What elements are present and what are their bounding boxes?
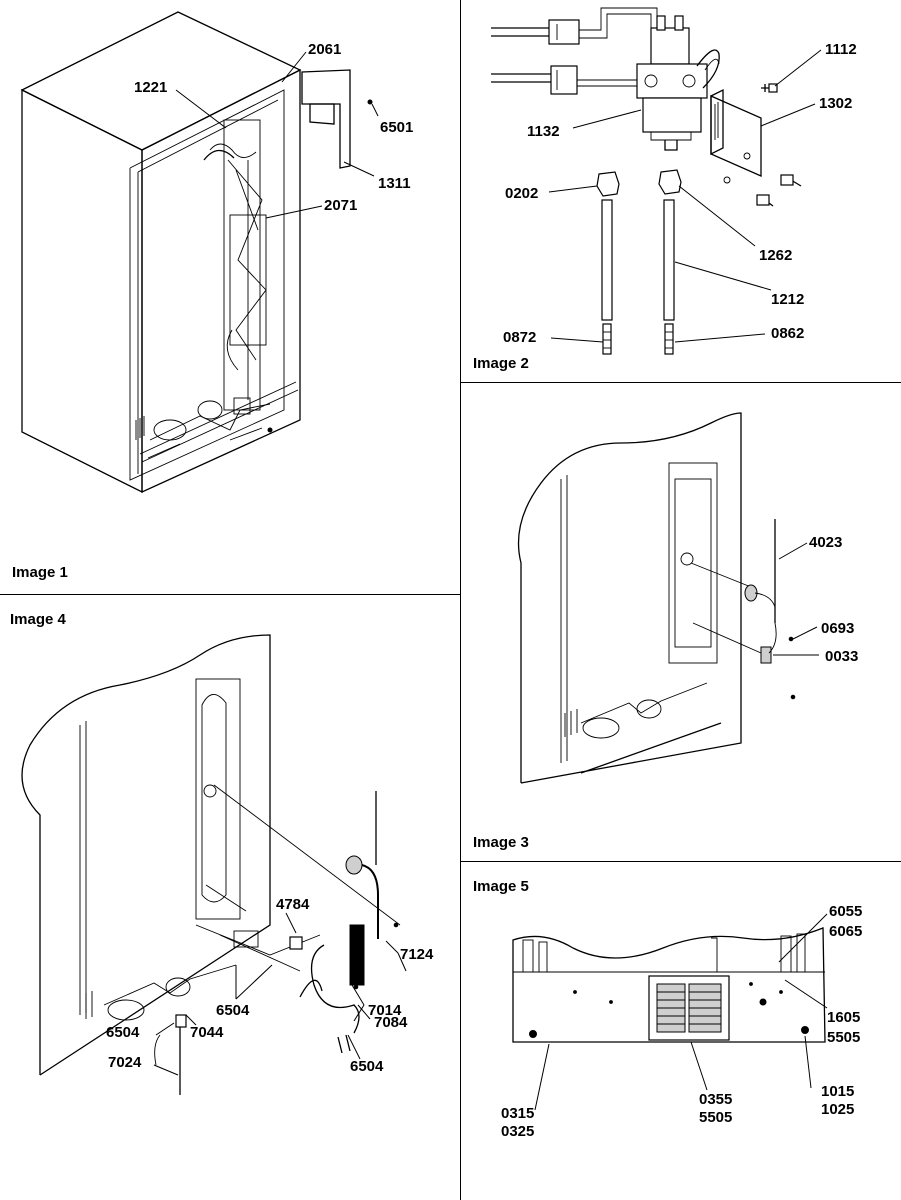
part-label: 7024	[108, 1054, 142, 1071]
part-label: 0872	[503, 329, 536, 346]
image-5-leaders	[534, 913, 828, 1111]
part-label: 5505	[699, 1109, 732, 1126]
part-label: 1112	[825, 41, 857, 58]
image-3-leaders	[773, 542, 819, 656]
wire-harness	[491, 7, 658, 95]
part-label: 5505	[827, 1029, 860, 1046]
image-3-caption: Image 3	[473, 834, 529, 851]
part-label: 7084	[374, 1014, 408, 1031]
part-label: 0355	[699, 1091, 732, 1108]
image-3-part-labels: 4023 0693 0033	[809, 534, 858, 665]
bracket-part	[301, 69, 373, 169]
part-label: 6504	[106, 1024, 140, 1041]
image-3-panel: 4023 0693 0033 Image 3	[461, 383, 901, 861]
part-label: 0862	[771, 325, 804, 342]
part-label: 6065	[829, 923, 862, 940]
image-1-panel: 2061 1221 6501 1311 2071 Image 1	[0, 0, 460, 594]
wiring-and-cord	[744, 519, 796, 700]
image-4-drawing: 4784 7124 6504 7014 6504 7044 7084 7024 …	[21, 634, 434, 1095]
fittings-and-tubes	[596, 169, 682, 355]
part-label: 1262	[759, 247, 792, 264]
part-label: 0315	[501, 1105, 534, 1122]
screws	[756, 83, 802, 207]
part-label: 0693	[821, 620, 854, 637]
part-label: 6504	[350, 1058, 384, 1075]
image-4-part-labels: 4784 7124 6504 7014 6504 7044 7084 7024 …	[106, 896, 434, 1075]
horizontal-divider-left	[0, 594, 461, 595]
image-4-leaders	[153, 912, 407, 1076]
cabinet-bottom-view	[512, 927, 826, 1043]
image-4-caption: Image 4	[10, 611, 66, 628]
image-2-leaders	[548, 49, 822, 343]
image-1-caption: Image 1	[12, 564, 68, 581]
part-label: 7124	[400, 946, 434, 963]
part-label: 2061	[308, 41, 341, 58]
part-label: 6501	[380, 119, 413, 136]
part-label: 7014	[368, 1002, 402, 1019]
image-1-part-labels: 2061 1221 6501 1311 2071	[134, 41, 413, 214]
image-5-drawing: 6055 6065 1605 5505 0355 5505 1015 1025 …	[501, 903, 862, 1140]
part-label: 1302	[819, 95, 852, 112]
image-3-drawing: 4023 0693 0033	[517, 412, 858, 784]
image-4-panel: 4784 7124 6504 7014 6504 7044 7084 7024 …	[0, 595, 460, 1200]
image-5-panel: 6055 6065 1605 5505 0355 5505 1015 1025 …	[461, 862, 901, 1200]
part-label: 1311	[378, 175, 411, 192]
refrigerator-cabinet	[20, 11, 302, 494]
image-2-caption: Image 2	[473, 355, 529, 372]
part-label: 1605	[827, 1009, 860, 1026]
part-label: 6504	[216, 1002, 250, 1019]
mounting-bracket	[710, 88, 762, 184]
image-2-part-labels: 1112 1302 1132 0202 1262 1212 0872 0862	[503, 41, 857, 346]
cabinet-lower-section	[21, 634, 401, 1076]
image-1-drawing: 2061 1221 6501 1311 2071	[20, 11, 413, 494]
water-line-assembly	[154, 791, 399, 1095]
image-2-drawing: 1112 1302 1132 0202 1262 1212 0872 0862	[491, 7, 857, 355]
part-label: 6055	[829, 903, 862, 920]
image-5-caption: Image 5	[473, 878, 529, 895]
cabinet-back-section	[517, 412, 762, 784]
part-label: 4023	[809, 534, 842, 551]
part-label: 4784	[276, 896, 310, 913]
horizontal-divider-right-mid	[460, 861, 901, 862]
part-label: 0202	[505, 185, 538, 202]
part-label: 0325	[501, 1123, 534, 1140]
part-label: 1015	[821, 1083, 854, 1100]
part-label: 0033	[825, 648, 858, 665]
part-label: 7044	[190, 1024, 224, 1041]
image-2-panel: 1112 1302 1132 0202 1262 1212 0872 0862 …	[461, 0, 901, 382]
part-label: 2071	[324, 197, 357, 214]
horizontal-divider-right-top	[460, 382, 901, 383]
part-label: 1132	[527, 123, 560, 140]
image-5-part-labels: 6055 6065 1605 5505 0355 5505 1015 1025 …	[501, 903, 862, 1140]
part-label: 1221	[134, 79, 167, 96]
image-1-leaders	[175, 51, 379, 219]
vertical-divider-upper	[460, 0, 461, 1200]
part-label: 1025	[821, 1101, 854, 1118]
water-valve	[636, 15, 720, 151]
part-label: 1212	[771, 291, 804, 308]
